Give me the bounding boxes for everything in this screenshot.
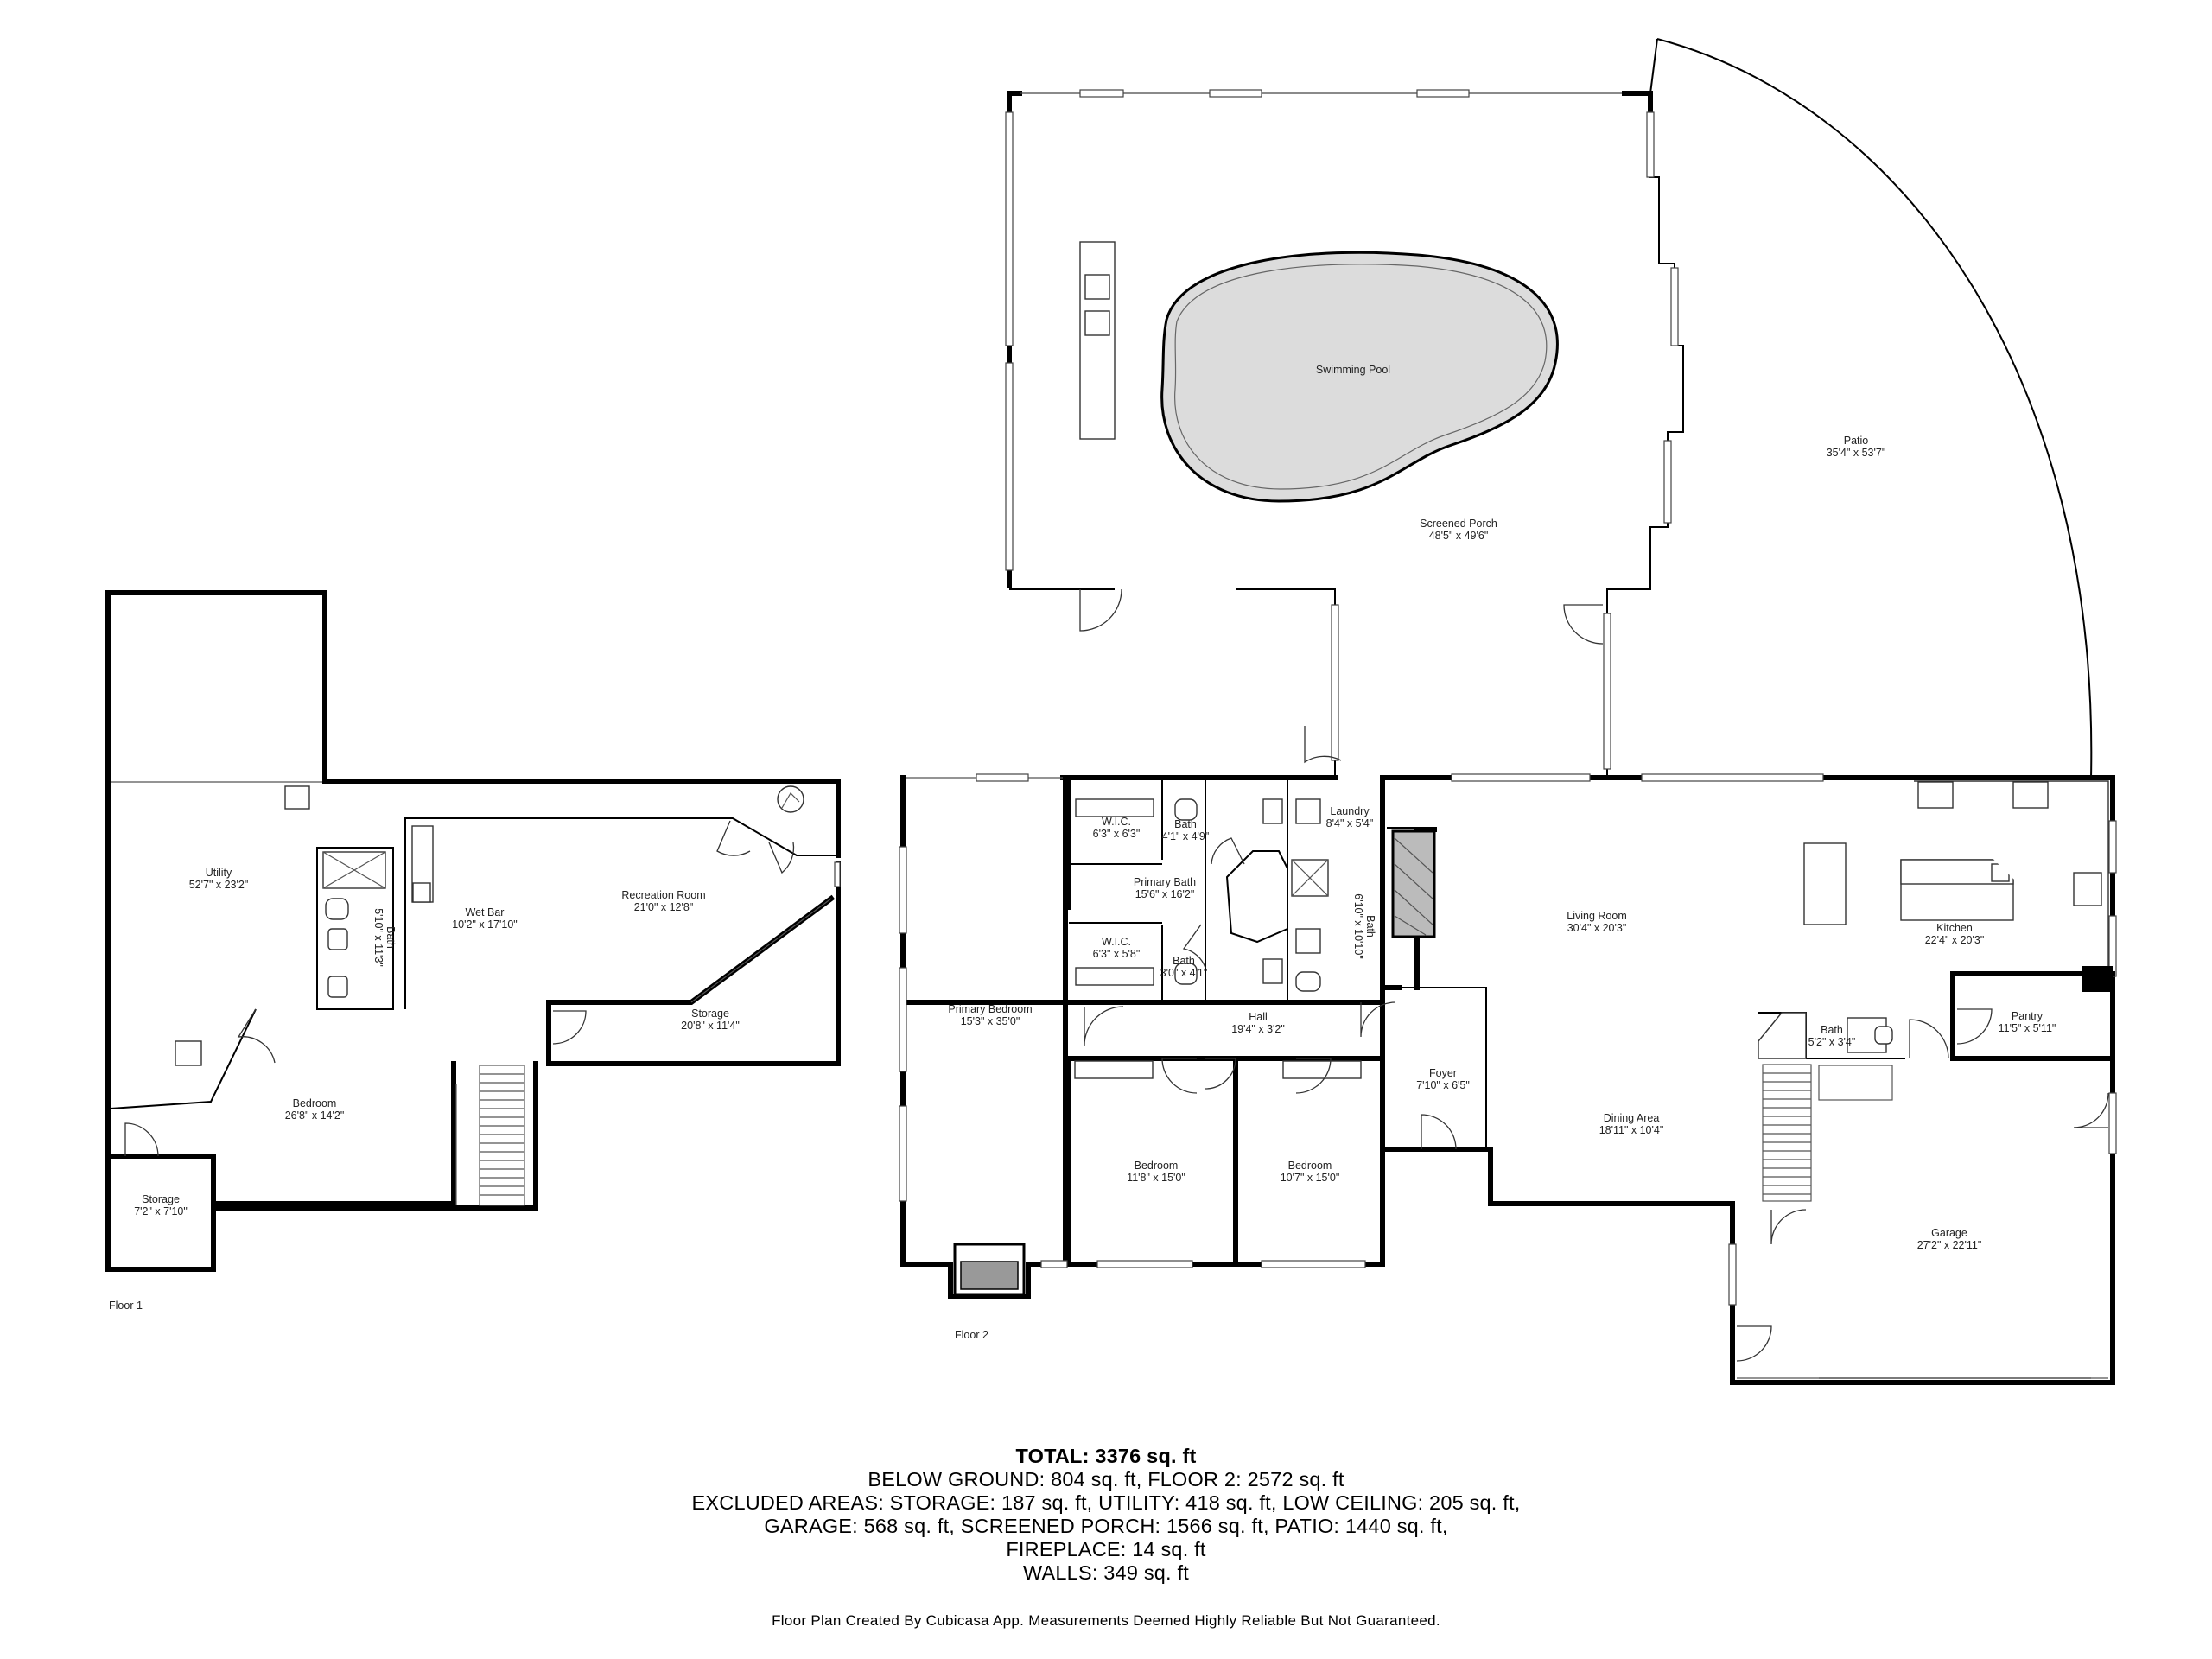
bath-top-dims: 4'1" x 4'9" xyxy=(1162,830,1210,842)
bath-side-name: Bath xyxy=(1364,915,1376,938)
kitchen-name: Kitchen xyxy=(1936,922,1973,934)
summary-line-2: EXCLUDED AREAS: STORAGE: 187 sq. ft, UTI… xyxy=(691,1491,1521,1514)
patio-name: Patio xyxy=(1844,435,1869,447)
porch-patio-plan xyxy=(1005,38,2093,779)
wet-bar-name: Wet Bar xyxy=(466,906,505,918)
summary-line-4: FIREPLACE: 14 sq. ft xyxy=(1006,1538,1206,1560)
wic-top-name: W.I.C. xyxy=(1102,816,1131,828)
bath-kitchen-name: Bath xyxy=(1821,1024,1843,1036)
summary-line-5: WALLS: 349 sq. ft xyxy=(1023,1561,1189,1584)
garage-name: Garage xyxy=(1931,1227,1967,1239)
room-labels: Utility 52'7" x 23'2" Bath 5'10" x 11'3"… xyxy=(109,364,2056,1341)
recreation-dims: 21'0" x 12'8" xyxy=(634,901,694,913)
area-summary: TOTAL: 3376 sq. ft BELOW GROUND: 804 sq.… xyxy=(0,1445,2212,1585)
hall-dims: 19'4" x 3'2" xyxy=(1231,1023,1285,1035)
wic-bottom-dims: 6'3" x 5'8" xyxy=(1093,948,1141,960)
bath-kitchen-dims: 5'2" x 3'4" xyxy=(1808,1036,1856,1048)
bath-small-dims: 3'0" x 4'1" xyxy=(1160,967,1208,979)
swimming-pool-shape xyxy=(1160,251,1559,503)
pantry-dims: 11'5" x 5'11" xyxy=(1999,1022,2056,1034)
foyer-dims: 7'10" x 6'5" xyxy=(1416,1079,1470,1091)
pantry-name: Pantry xyxy=(2012,1010,2044,1022)
utility-name: Utility xyxy=(206,867,232,879)
screened-porch-dims: 48'5" x 49'6" xyxy=(1429,530,1489,542)
bedroom-f1-name: Bedroom xyxy=(293,1097,337,1109)
primary-bath-dims: 15'6" x 16'2" xyxy=(1135,888,1195,900)
hall-name: Hall xyxy=(1249,1011,1268,1023)
bath-top-name: Bath xyxy=(1174,818,1197,830)
garage-dims: 27'2" x 22'11" xyxy=(1917,1239,1982,1251)
screened-porch-name: Screened Porch xyxy=(1420,518,1497,530)
patio-dims: 35'4" x 53'7" xyxy=(1827,447,1886,459)
summary-line-1: BELOW GROUND: 804 sq. ft, FLOOR 2: 2572 … xyxy=(868,1468,1344,1491)
swimming-pool-name: Swimming Pool xyxy=(1316,364,1390,376)
summary-line-3: GARAGE: 568 sq. ft, SCREENED PORCH: 1566… xyxy=(764,1515,1448,1537)
living-room-dims: 30'4" x 20'3" xyxy=(1567,922,1627,934)
bath-f1-dims: 5'10" x 11'3" xyxy=(372,908,385,967)
wet-bar-dims: 10'2" x 17'10" xyxy=(452,918,518,931)
storage-f1b-name: Storage xyxy=(142,1193,180,1205)
floor-2-label: Floor 2 xyxy=(955,1329,988,1341)
bath-f1-name: Bath xyxy=(385,926,397,949)
storage-f1a-dims: 20'8" x 11'4" xyxy=(681,1020,740,1032)
laundry-dims: 8'4" x 5'4" xyxy=(1326,817,1374,830)
kitchen-dims: 22'4" x 20'3" xyxy=(1925,934,1985,946)
storage-f1a-name: Storage xyxy=(691,1007,729,1020)
bedroom-a-name: Bedroom xyxy=(1135,1160,1179,1172)
bedroom-a-dims: 11'8" x 15'0" xyxy=(1127,1172,1185,1184)
recreation-name: Recreation Room xyxy=(621,889,705,901)
bedroom-f1-dims: 26'8" x 14'2" xyxy=(285,1109,345,1122)
floor-1-stairs xyxy=(455,1065,525,1206)
floor-1-label: Floor 1 xyxy=(109,1300,143,1312)
floor-2-plan xyxy=(899,773,2117,1385)
summary-total: TOTAL: 3376 sq. ft xyxy=(1015,1445,1197,1467)
primary-bath-name: Primary Bath xyxy=(1134,876,1196,888)
bath-side-label: Bath 6'10" x 10'10" xyxy=(1352,893,1376,959)
bedroom-b-name: Bedroom xyxy=(1288,1160,1332,1172)
bedroom-b-dims: 10'7" x 15'0" xyxy=(1281,1172,1340,1184)
credit-note: Floor Plan Created By Cubicasa App. Meas… xyxy=(772,1612,1440,1629)
floor-1-plan xyxy=(105,590,841,1272)
wic-bottom-name: W.I.C. xyxy=(1102,936,1131,948)
wic-top-dims: 6'3" x 6'3" xyxy=(1093,828,1141,840)
dining-dims: 18'11" x 10'4" xyxy=(1599,1124,1664,1136)
primary-bedroom-name: Primary Bedroom xyxy=(948,1003,1032,1015)
storage-f1b-dims: 7'2" x 7'10" xyxy=(134,1205,188,1217)
primary-bedroom-dims: 15'3" x 35'0" xyxy=(961,1015,1020,1027)
floor-2-stairs xyxy=(1762,1064,1812,1202)
bath-side-dims: 6'10" x 10'10" xyxy=(1352,893,1364,959)
foyer-name: Foyer xyxy=(1429,1067,1457,1079)
bath-small-name: Bath xyxy=(1173,955,1195,967)
utility-dims: 52'7" x 23'2" xyxy=(189,879,249,891)
living-room-name: Living Room xyxy=(1567,910,1626,922)
dining-name: Dining Area xyxy=(1604,1112,1660,1124)
laundry-name: Laundry xyxy=(1330,805,1370,817)
bath-f1-label: Bath 5'10" x 11'3" xyxy=(372,908,397,967)
